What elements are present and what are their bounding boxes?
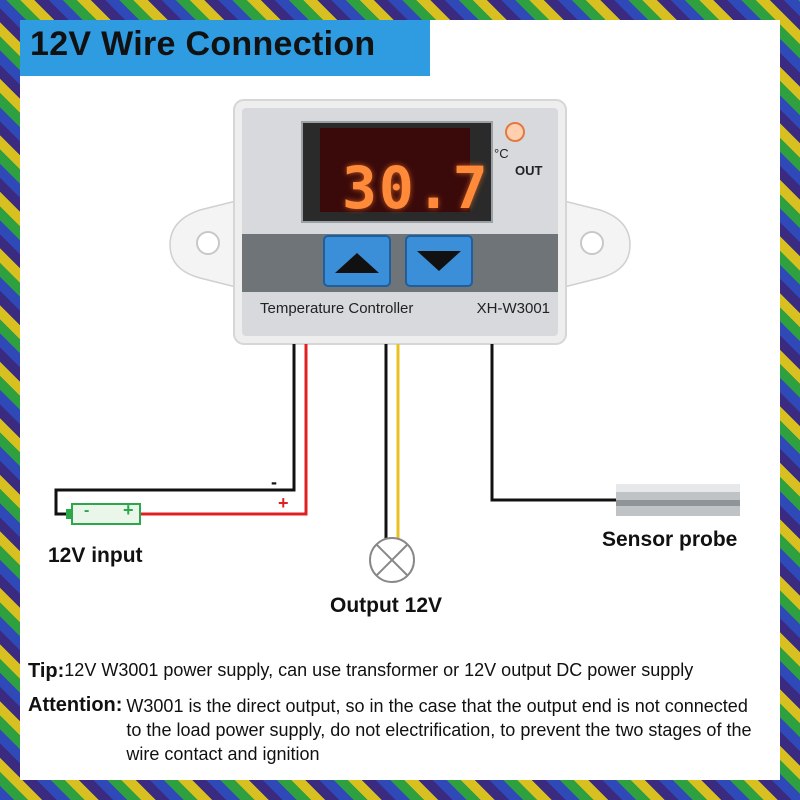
attention-note: Attention: W3001 is the direct output, s… <box>28 694 766 766</box>
triangle-down-icon <box>417 251 461 271</box>
battery-minus: - <box>84 502 90 519</box>
tip-text: 12V W3001 power supply, can use transfor… <box>64 660 694 680</box>
triangle-up-icon <box>335 253 379 273</box>
lamp-icon <box>369 537 415 583</box>
device-model: XH-W3001 <box>476 300 550 317</box>
wiring-diagram <box>54 99 740 583</box>
wire-positive <box>140 344 308 516</box>
minus-sign: - <box>271 472 277 492</box>
device-label: Temperature Controller XH-W3001 <box>260 300 550 317</box>
temperature-display: 30.7 <box>342 154 490 222</box>
mounting-ear-right <box>559 199 631 289</box>
tip-note: Tip: 12V W3001 power supply, can use tra… <box>28 660 693 683</box>
plus-sign: + <box>278 493 289 513</box>
attention-label: Attention: <box>28 694 123 716</box>
battery-icon <box>66 503 141 525</box>
mounting-ear-left <box>169 199 241 289</box>
display-screen <box>320 128 470 212</box>
input-label: 12V input <box>48 544 143 567</box>
device-name: Temperature Controller <box>260 300 414 317</box>
wire-negative <box>54 344 296 516</box>
sensor-label: Sensor probe <box>602 528 738 551</box>
up-button[interactable] <box>323 235 391 287</box>
wire-sensor <box>490 344 616 502</box>
unit-label: °C <box>494 146 509 161</box>
battery-plus: + <box>123 500 134 520</box>
title-banner: 12V Wire Connection <box>20 20 430 76</box>
button-strip <box>242 234 558 292</box>
page-title: 12V Wire Connection <box>30 25 376 63</box>
sensor-probe-icon <box>616 484 740 516</box>
out-label: OUT <box>515 163 543 178</box>
output-label: Output 12V <box>330 594 443 617</box>
diagram-canvas: 12V Wire Connection <box>20 20 780 780</box>
attention-text: W3001 is the direct output, so in the ca… <box>126 696 752 764</box>
down-button[interactable] <box>405 235 473 287</box>
out-led <box>505 122 525 142</box>
tip-label: Tip: <box>28 660 65 682</box>
